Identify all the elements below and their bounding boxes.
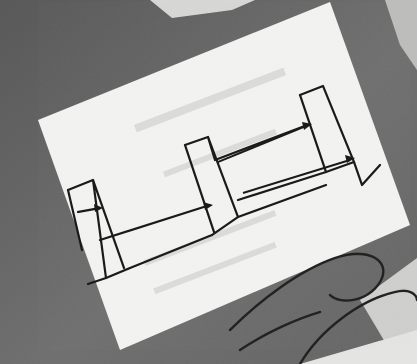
scene-svg	[0, 0, 417, 364]
photo-scene	[0, 0, 417, 364]
